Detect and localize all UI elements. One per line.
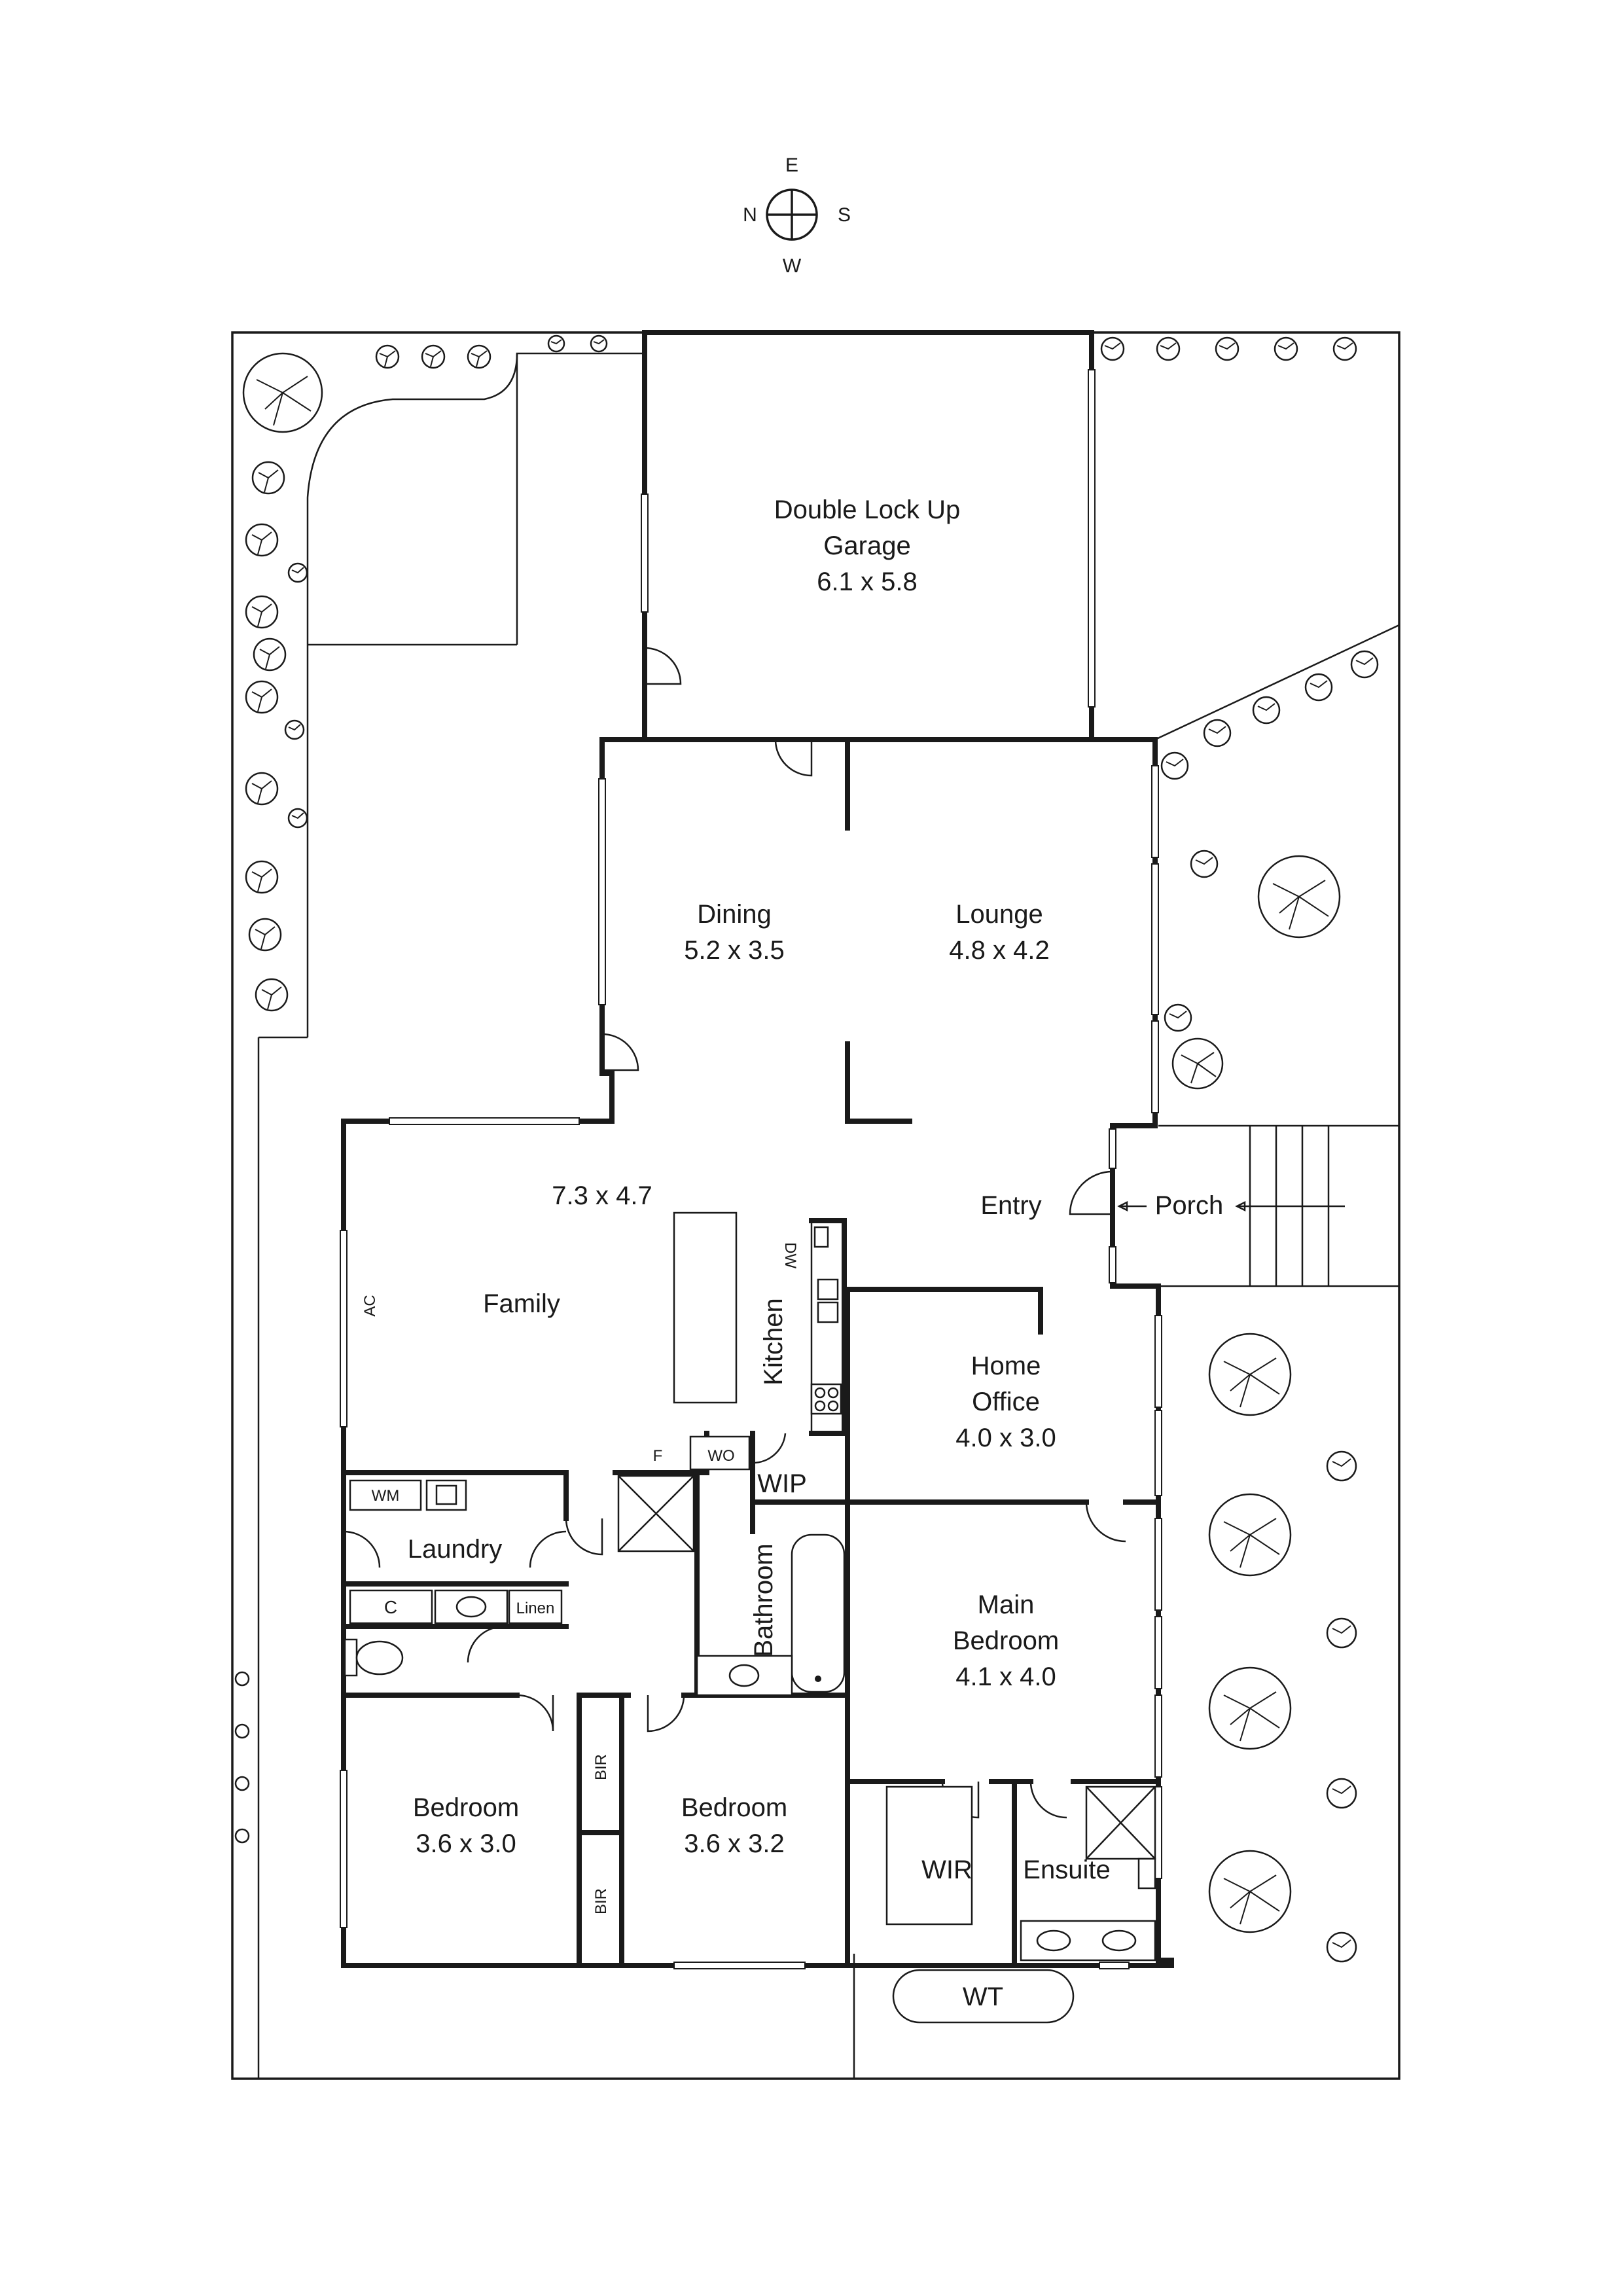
bir-bottom-label: BIR: [592, 1888, 610, 1914]
room-labels: Double Lock Up Garage 6.1 x 5.8 Dining 5…: [408, 495, 1224, 1884]
washing-machine-label: WM: [372, 1487, 400, 1505]
toilet: [355, 1640, 404, 1676]
washing-machine: [349, 1479, 422, 1511]
home-office-label-line1: Home: [971, 1352, 1041, 1380]
trees: [242, 352, 1341, 1933]
compass-east: E: [785, 154, 798, 176]
bathtub: [791, 1534, 846, 1693]
porch-label: Porch: [1155, 1191, 1224, 1220]
kitchen-island: [673, 1211, 738, 1404]
garage-size: 6.1 x 5.8: [817, 567, 917, 596]
lounge-size: 4.8 x 4.2: [949, 936, 1049, 965]
shrubs: [234, 334, 1379, 1963]
entry-label: Entry: [980, 1191, 1041, 1220]
home-office-label-line2: Office: [972, 1388, 1040, 1416]
water-tank: [892, 1969, 1075, 2024]
water-tank-label: WT: [963, 1982, 1003, 2011]
tree-icon: [1208, 1666, 1292, 1750]
compass-south: S: [838, 204, 851, 226]
tree-icon: [1208, 1850, 1292, 1933]
family-label: Family: [483, 1289, 560, 1318]
wip-label: WIP: [757, 1469, 807, 1498]
tree-icon: [1208, 1333, 1292, 1416]
bedroom-1-label: Bedroom: [413, 1793, 519, 1822]
laundry-label: Laundry: [408, 1535, 503, 1564]
garage-label-line2: Garage: [823, 531, 910, 560]
fixture-labels: DW AC WM F WO C Linen BIR BIR WT: [361, 1242, 1003, 2011]
fridge-label: F: [653, 1447, 663, 1465]
dining-size: 5.2 x 3.5: [684, 936, 784, 965]
tree-icon: [1208, 1493, 1292, 1577]
wall-oven-label: WO: [707, 1447, 734, 1465]
main-bedroom-size: 4.1 x 4.0: [955, 1662, 1056, 1691]
interior-walls: [341, 737, 1161, 1968]
doors: [343, 647, 1126, 1819]
bedroom-1-size: 3.6 x 3.0: [416, 1829, 516, 1858]
bir-top-label: BIR: [592, 1754, 610, 1780]
wir-label: WIR: [921, 1856, 972, 1884]
dishwasher-label: DW: [781, 1242, 799, 1268]
tree-icon: [1171, 1037, 1224, 1090]
windows: [340, 369, 1162, 1969]
bedroom-2-size: 3.6 x 3.2: [684, 1829, 784, 1858]
fixtures: [344, 1211, 1156, 2024]
dining-label: Dining: [697, 900, 771, 929]
garage-label-line1: Double Lock Up: [774, 495, 961, 524]
compass-north: N: [743, 204, 757, 226]
home-office-size: 4.0 x 3.0: [955, 1424, 1056, 1452]
family-size: 7.3 x 4.7: [552, 1181, 652, 1210]
cupboard-label: C: [384, 1597, 397, 1617]
kitchen-label: Kitchen: [759, 1298, 788, 1385]
tree-icon: [242, 352, 323, 433]
house-walls: [341, 330, 1174, 1968]
site-boundary: [231, 331, 1400, 2080]
lounge-label: Lounge: [955, 900, 1043, 929]
porch-steps: [1117, 1126, 1345, 1286]
linen-label: Linen: [516, 1600, 555, 1617]
ensuite-label: Ensuite: [1023, 1856, 1110, 1884]
landscape-lines: [257, 352, 1400, 2079]
ac-label: AC: [361, 1295, 379, 1316]
main-bedroom-label-line1: Main: [978, 1590, 1035, 1619]
tree-icon: [1257, 855, 1341, 939]
bedroom-2-label: Bedroom: [681, 1793, 787, 1822]
bathroom-label: Bathroom: [749, 1543, 778, 1657]
compass: E N S W: [743, 154, 851, 277]
main-bedroom-label-line2: Bedroom: [953, 1626, 1059, 1655]
compass-west: W: [783, 255, 802, 277]
